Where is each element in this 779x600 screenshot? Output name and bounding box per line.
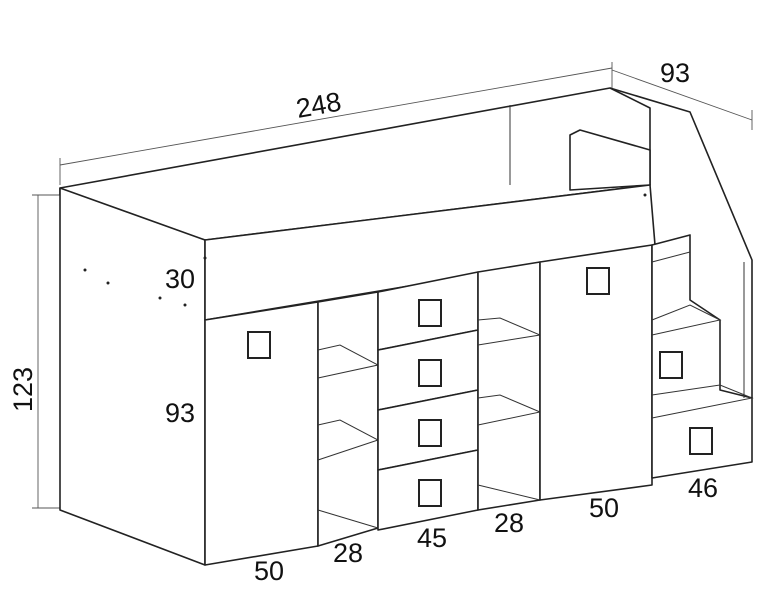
height-dimension-line [32,194,60,509]
right-door-handle [586,267,610,295]
left-shelf-width-label: 28 [333,538,363,568]
stairs-width-label: 46 [688,473,718,503]
right-shelf-width-label: 28 [494,508,524,538]
drawer-handle [418,419,442,447]
depth-label: 93 [660,58,690,88]
right-door-width-label: 50 [589,493,619,523]
height-label: 123 [8,367,38,412]
left-door-width-label: 50 [254,556,284,586]
length-label: 248 [294,87,344,124]
drawer-handle [418,299,442,327]
bed-frame [59,87,754,566]
rail-height-label: 30 [165,264,195,294]
depth-dimension-line [611,69,753,130]
door-height-label: 93 [165,398,195,428]
length-dimension-line [59,62,613,185]
handles [247,267,713,507]
stair-handle [659,351,683,379]
left-door-handle [247,331,271,359]
drawer-handle [418,479,442,507]
drawer-handle [418,359,442,387]
drawer-width-label: 45 [417,523,447,553]
stair-drawer-handle [689,427,713,455]
